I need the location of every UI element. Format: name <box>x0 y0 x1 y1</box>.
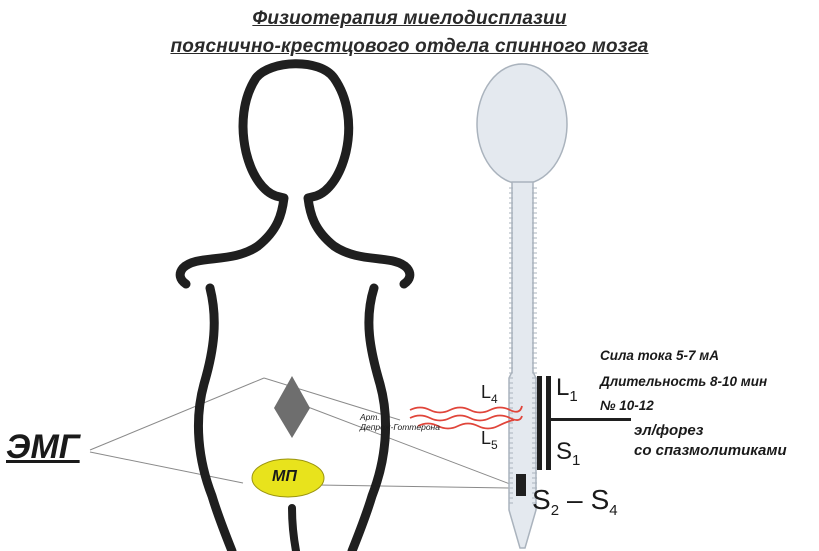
electrode-bar-right <box>546 376 551 470</box>
artery-label-line-2: Депрож-Готтерона <box>360 422 440 432</box>
level-L4-sub: 4 <box>491 392 498 406</box>
level-L5-label: L5 <box>481 428 498 449</box>
spinal-cord <box>477 64 567 548</box>
level-L1-sub: 1 <box>569 388 577 405</box>
artery-label-line-1: Арт. <box>360 412 440 422</box>
level-S2-letter: S <box>532 484 551 515</box>
buttock-line <box>292 508 296 551</box>
level-L4-label: L4 <box>481 382 498 403</box>
electrode-bar-left <box>537 376 542 470</box>
level-range-dash: – <box>567 484 583 515</box>
level-S1-letter: S <box>556 438 572 465</box>
level-L4-letter: L <box>481 382 491 402</box>
level-L5-letter: L <box>481 428 491 448</box>
artery-label: Арт. Депрож-Готтерона <box>360 412 440 432</box>
level-L5-sub: 5 <box>491 438 498 452</box>
emg-line-upper <box>90 378 264 450</box>
body-torso-left-outline <box>198 288 232 551</box>
duration-text: Длительность 8-10 мин <box>600 374 767 389</box>
level-S4-letter: S <box>591 484 610 515</box>
level-S2-S4-label: S2–S4 <box>532 484 618 516</box>
body-head-outline <box>180 64 410 284</box>
level-S2-sub: 2 <box>551 502 559 519</box>
cauda-marker <box>516 474 526 496</box>
level-S1-label: S1 <box>556 438 580 466</box>
level-L1-letter: L <box>556 374 569 401</box>
brain-oval <box>477 64 567 184</box>
electrode-lead-wire <box>551 418 631 421</box>
emg-label: ЭМГ <box>6 428 80 467</box>
electrode <box>537 376 631 470</box>
mp-to-spine-line <box>318 485 512 488</box>
current-strength-text: Сила тока 5-7 мА <box>600 348 719 363</box>
electrophoresis-text-line-1: эл/форез <box>634 422 703 439</box>
level-S1-sub: 1 <box>572 452 580 469</box>
sacral-diamond-shape <box>274 376 310 438</box>
emg-line-lower <box>90 452 243 483</box>
level-L1-label: L1 <box>556 374 578 402</box>
electrophoresis-text-line-2: со спазмолитиками <box>634 442 787 459</box>
level-S4-sub: 4 <box>609 502 617 519</box>
mp-label: МП <box>272 468 297 486</box>
session-count-text: № 10-12 <box>600 398 654 413</box>
